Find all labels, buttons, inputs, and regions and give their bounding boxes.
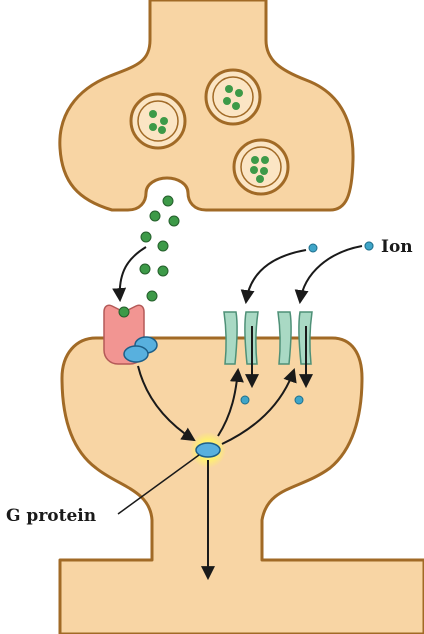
g-protein-activated [190, 432, 226, 468]
binding-arrow [112, 246, 147, 303]
postsynaptic-terminal [58, 336, 424, 634]
g-protein-leader-line [117, 454, 200, 515]
signal-arrow [221, 368, 297, 445]
synaptic-vesicle [232, 138, 290, 196]
neurotransmitter-cluster [139, 195, 180, 302]
synaptic-vesicle [204, 68, 262, 126]
signal-arrow [137, 365, 196, 442]
g-protein-bound [123, 336, 158, 363]
ion [294, 395, 304, 405]
signal-arrow [217, 367, 244, 437]
ion [308, 243, 318, 253]
synaptic-vesicle [129, 92, 187, 150]
ion-entry-arrow [294, 245, 363, 305]
g-protein-label: G protein [6, 506, 96, 526]
ion-legend-dot [364, 241, 374, 251]
ion-entry-arrow [240, 249, 307, 305]
ion-label: Ion [381, 237, 413, 257]
ion [240, 395, 250, 405]
